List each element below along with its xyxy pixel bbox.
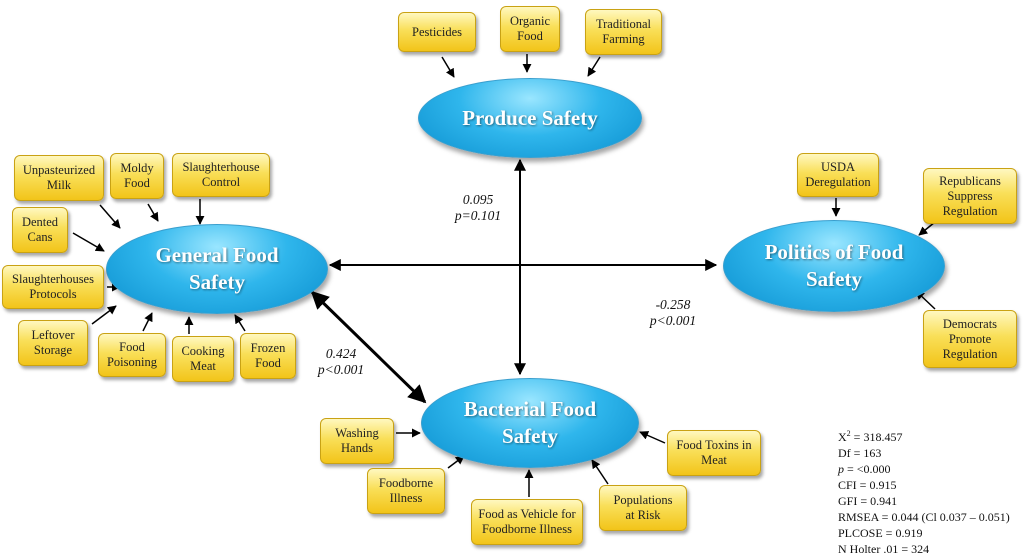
arrow-frozen-food — [234, 314, 246, 332]
indicator-leftover-storage: Leftover Storage — [18, 320, 88, 366]
indicator-moldy-food: Moldy Food — [110, 153, 164, 199]
indicator-populations-at-risk: Populations at Risk — [599, 485, 687, 531]
arrow-traditional-farming — [587, 56, 601, 77]
gfi-stat: GFI = 0.941 — [838, 494, 898, 508]
indicator-washing-hands: Washing Hands — [320, 418, 394, 464]
coefficient-general-politics: -0.258 p<0.001 — [649, 297, 697, 328]
arrow-dented-cans — [72, 232, 105, 252]
indicator-food-toxins-in-meat: Food Toxins in Meat — [667, 430, 761, 476]
rmsea-stat: RMSEA = 0.044 (Cl 0.037 – 0.051) — [838, 510, 1010, 524]
indicator-pesticides: Pesticides — [398, 12, 476, 52]
cfi-stat: CFI = 0.915 — [838, 478, 897, 492]
indicator-traditional-farming: Traditional Farming — [585, 9, 662, 55]
arrow-food-poisoning — [142, 312, 153, 332]
indicator-republicans-suppress-regulation: Republicans Suppress Regulation — [923, 168, 1017, 224]
chi-square-stat: X2 = 318.457 — [838, 429, 903, 444]
indicator-cooking-meat: Cooking Meat — [172, 336, 234, 382]
indicator-organic-food: Organic Food — [500, 6, 560, 52]
arrow-leftover-storage — [91, 305, 117, 325]
p-stat: p = <0.000 — [838, 462, 891, 476]
arrow-pesticides — [441, 56, 455, 78]
fit-statistics: X2 = 318.457 Df = 163 p = <0.000 CFI = 0… — [838, 426, 1010, 557]
df-stat: Df = 163 — [838, 446, 882, 460]
arrow-unpasteurized-milk — [99, 204, 121, 229]
pclose-stat: PLCOSE = 0.919 — [838, 526, 923, 540]
arrow-populations-risk — [591, 459, 609, 485]
indicator-usda-deregulation: USDA Deregulation — [797, 153, 879, 197]
coefficient-general-produce: 0.095 p=0.101 — [454, 192, 502, 223]
indicator-slaughterhouse-control: Slaughterhouse Control — [172, 153, 270, 197]
indicator-democrats-promote-regulation: Democrats Promote Regulation — [923, 310, 1017, 368]
indicator-food-as-vehicle: Food as Vehicle for Foodborne Illness — [471, 499, 583, 545]
indicator-dented-cans: Dented Cans — [12, 207, 68, 253]
bacterial-food-safety-construct: Bacterial Food Safety — [421, 378, 639, 468]
general-food-safety-construct: General Food Safety — [106, 224, 328, 314]
indicator-unpasteurized-milk: Unpasteurized Milk — [14, 155, 104, 201]
n-holter-stat: N Holter .01 = 324 — [838, 542, 930, 556]
coefficient-general-bacterial: 0.424 p<0.001 — [317, 346, 365, 377]
indicator-frozen-food: Frozen Food — [240, 333, 296, 379]
indicator-food-poisoning: Food Poisoning — [98, 333, 166, 377]
produce-safety-construct: Produce Safety — [418, 78, 642, 158]
indicator-slaughterhouses-protocols: Slaughterhouses Protocols — [2, 265, 104, 309]
path-general-bacterial — [310, 290, 427, 404]
indicator-foodborne-illness: Foodborne Illness — [367, 468, 445, 514]
arrow-republicans — [918, 221, 936, 236]
arrow-food-toxins — [639, 431, 666, 444]
arrow-moldy-food — [147, 203, 159, 222]
politics-food-safety-construct: Politics of Food Safety — [723, 220, 945, 312]
